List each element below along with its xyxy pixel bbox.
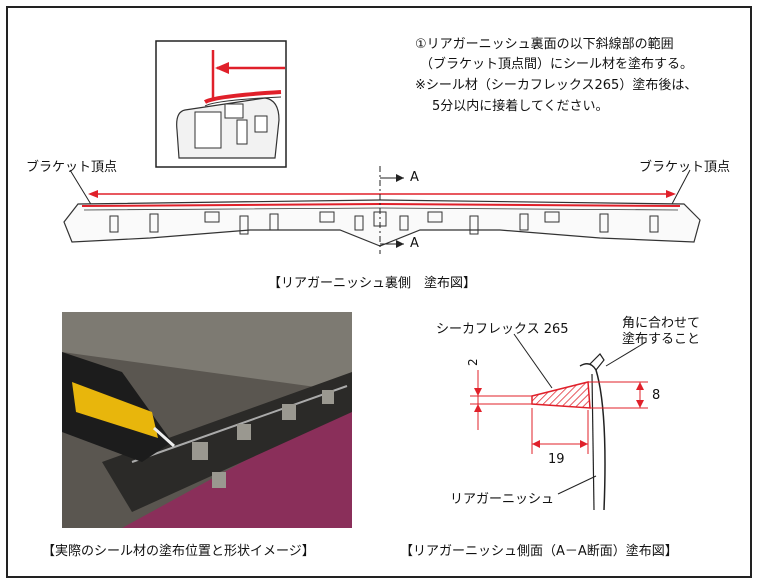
sealant-bead [531, 381, 591, 409]
section-mark-bottom: A [410, 236, 419, 251]
sealant-gun-icon [72, 382, 158, 438]
application-photo [62, 312, 352, 528]
section-mark-top: A [410, 170, 419, 185]
top-diagram-caption: 【リアガーニッシュ裏側 塗布図】 [268, 276, 477, 291]
dim-height: 8 [652, 388, 661, 403]
bracket-label-left: ブラケット頂点 [26, 160, 118, 175]
garnish-rear-diagram [63, 166, 701, 254]
dim-width: 19 [548, 452, 565, 467]
zoom-inset [155, 40, 287, 168]
section-arrow-bottom-icon [396, 240, 404, 248]
instruction-line-1: ①リアガーニッシュ裏面の以下斜線部の範囲 [415, 37, 674, 52]
instruction-line-4: 5分以内に接着してください。 [432, 99, 609, 114]
section-arrow-top-icon [396, 174, 404, 182]
red-arrow-icon [215, 62, 229, 74]
garnish-label: リアガーニッシュ [450, 492, 555, 507]
document-frame [6, 6, 752, 578]
instruction-line-3: ※シール材（シーカフレックス265）塗布後は、 [415, 78, 698, 93]
sealant-label: シーカフレックス 265 [436, 322, 569, 337]
corner-note-line-1: 角に合わせて [622, 316, 701, 331]
section-diagram-caption: 【リアガーニッシュ側面（A－A断面）塗布図】 [400, 544, 678, 559]
section-aa-diagram [470, 333, 648, 511]
photo-caption: 【実際のシール材の塗布位置と形状イメージ】 [42, 544, 315, 559]
bracket-label-right: ブラケット頂点 [639, 160, 731, 175]
corner-note-line-2: 塗布すること [622, 332, 701, 347]
instruction-line-2: （ブラケット頂点間）にシール材を塗布する。 [420, 57, 694, 72]
dim-thickness: 2 [466, 358, 480, 366]
